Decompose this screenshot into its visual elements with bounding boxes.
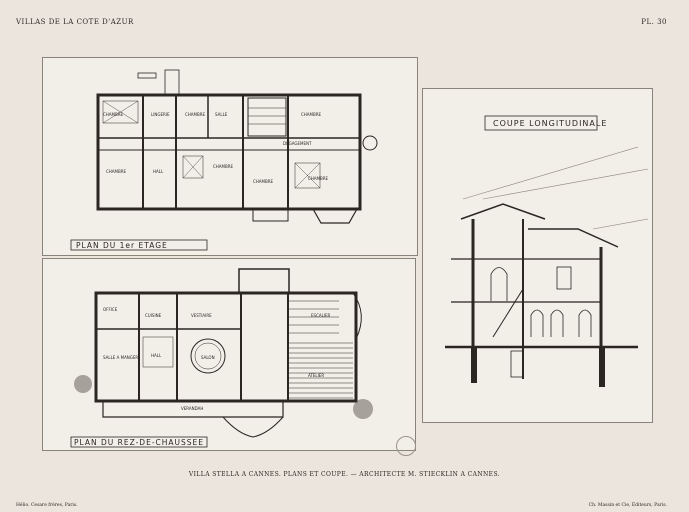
svg-text:CHAMBRE: CHAMBRE [106, 169, 127, 174]
first-floor-plan-title: PLAN DU 1er ETAGE [76, 241, 168, 250]
svg-text:ATELIER: ATELIER [308, 373, 324, 378]
svg-text:CHAMBRE: CHAMBRE [253, 179, 274, 184]
library-stamp [396, 436, 416, 456]
svg-text:DEGAGEMENT: DEGAGEMENT [283, 141, 312, 146]
svg-text:HALL: HALL [151, 353, 162, 358]
svg-text:CHAMBRE: CHAMBRE [103, 112, 124, 117]
first-floor-plan-panel: CHAMBRE LINGERIE CHAMBRE SALLE CHAMBRE C… [42, 57, 418, 256]
publisher-credit: Ch. Massin et Cie, Éditeurs, Paris. [588, 503, 667, 508]
printer-credit: Hélio. Cesare frères, Paris. [16, 503, 78, 508]
svg-text:LINGERIE: LINGERIE [151, 112, 170, 117]
section-drawing: COUPE LONGITUDINALE [445, 115, 649, 387]
section-title: COUPE LONGITUDINALE [493, 119, 607, 128]
svg-text:VESTIAIRE: VESTIAIRE [191, 313, 212, 318]
svg-text:CHAMBRE: CHAMBRE [301, 112, 322, 117]
first-floor-plan-drawing: CHAMBRE LINGERIE CHAMBRE SALLE CHAMBRE C… [70, 69, 378, 251]
svg-text:VERANDAH: VERANDAH [181, 406, 203, 411]
svg-text:CUISINE: CUISINE [145, 313, 162, 318]
svg-text:SALON: SALON [201, 355, 215, 360]
plate-caption: VILLA STELLA A CANNES. PLANS ET COUPE. —… [188, 471, 501, 478]
svg-text:CHAMBRE: CHAMBRE [185, 112, 206, 117]
plate-series-title: VILLAS DE LA COTE D'AZUR [16, 18, 134, 26]
ground-floor-plan-panel: OFFICE CUISINE VESTIAIRE SALLE A MANGER … [42, 258, 416, 451]
section-panel: COUPE LONGITUDINALE [422, 88, 653, 423]
svg-text:SALLE: SALLE [215, 112, 228, 117]
svg-text:CHAMBRE: CHAMBRE [308, 176, 329, 181]
svg-text:SALLE A MANGER: SALLE A MANGER [103, 355, 138, 360]
svg-text:CHAMBRE: CHAMBRE [213, 164, 234, 169]
plate-number: PL. 30 [641, 18, 667, 26]
svg-text:ESCALIER: ESCALIER [311, 313, 331, 318]
svg-text:OFFICE: OFFICE [103, 307, 118, 312]
ground-floor-plan-title: PLAN DU REZ-DE-CHAUSSEE [74, 438, 204, 447]
svg-text:HALL: HALL [153, 169, 164, 174]
ground-floor-plan-drawing: OFFICE CUISINE VESTIAIRE SALLE A MANGER … [70, 268, 373, 448]
